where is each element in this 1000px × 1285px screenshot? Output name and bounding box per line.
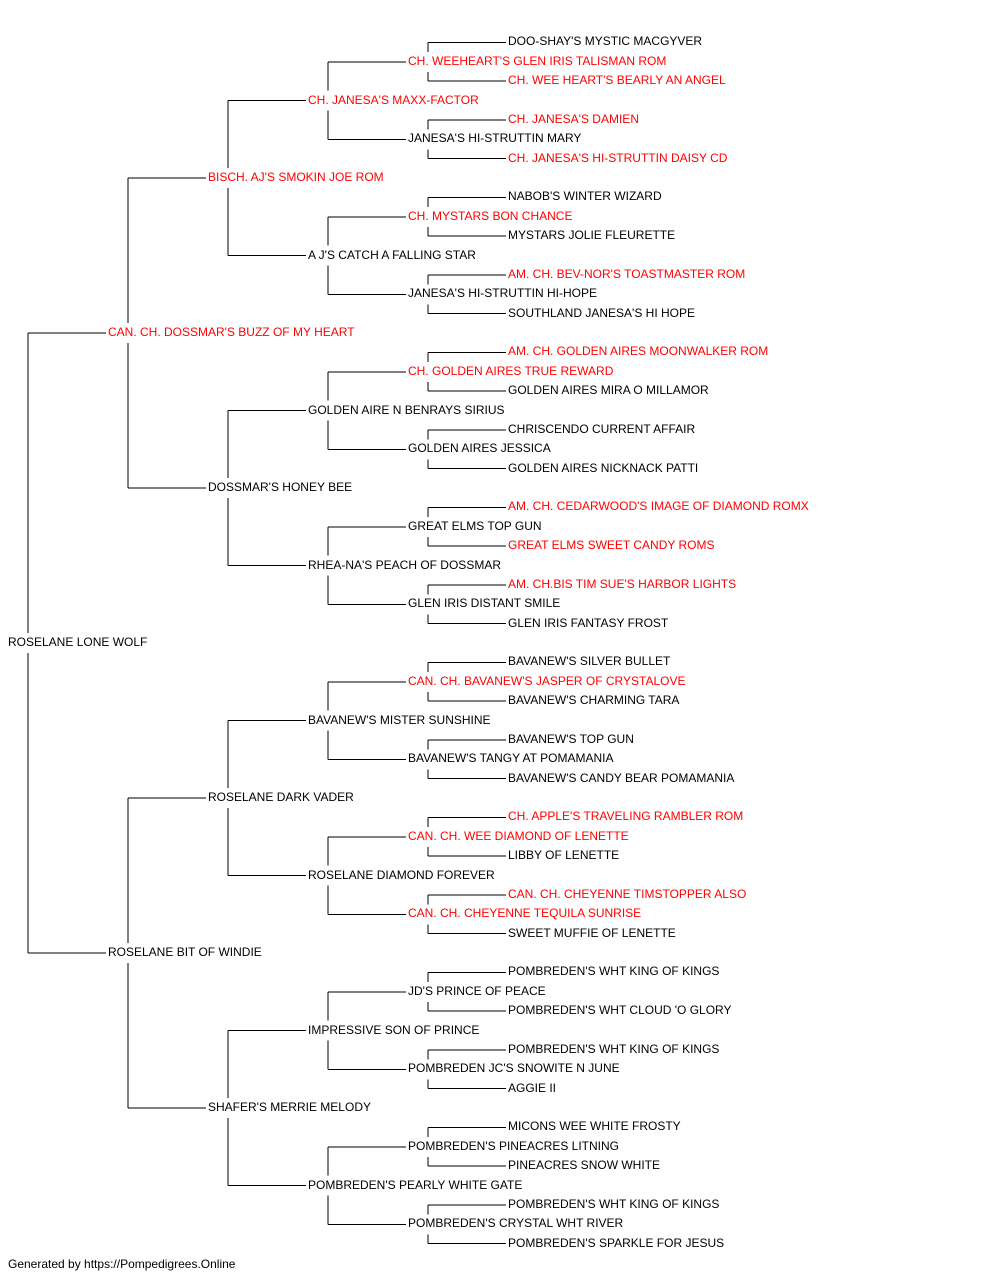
pedigree-node-sire-dam-dam-dam-sire: AM. CH.BIS TIM SUE'S HARBOR LIGHTS <box>508 576 737 591</box>
pedigree-node-dam-sire-dam-dam-sire: CAN. CH. CHEYENNE TIMSTOPPER ALSO <box>508 886 747 901</box>
pedigree-node-sire-sire-dam-sire: CH. MYSTARS BON CHANCE <box>408 208 573 223</box>
pedigree-node-sire-dam: DOSSMAR'S HONEY BEE <box>208 480 353 494</box>
pedigree-node-dam-sire: ROSELANE DARK VADER <box>208 790 354 804</box>
pedigree-node-dam-dam-dam-sire-dam: PINEACRES SNOW WHITE <box>508 1158 661 1173</box>
pedigree-node-sire-dam-sire-sire-dam: GOLDEN AIRES MIRA O MILLAMOR <box>508 383 709 398</box>
pedigree-node-sire-dam-sire: GOLDEN AIRE N BENRAYS SIRIUS <box>308 402 505 417</box>
pedigree-node-dam-dam: SHAFER'S MERRIE MELODY <box>208 1100 371 1114</box>
pedigree-node-dam-dam-dam-dam-dam: POMBREDEN'S SPARKLE FOR JESUS <box>508 1235 725 1250</box>
pedigree-node-dam-sire-sire-sire: CAN. CH. BAVANEW'S JASPER OF CRYSTALOVE <box>408 673 686 688</box>
pedigree-node-dam-dam-sire-sire: JD'S PRINCE OF PEACE <box>408 983 546 998</box>
pedigree-node-dam-sire-dam-sire: CAN. CH. WEE DIAMOND OF LENETTE <box>408 828 629 843</box>
pedigree-node-self: ROSELANE LONE WOLF <box>8 635 148 649</box>
pedigree-node-sire-sire-sire-dam: JANESA'S HI-STRUTTIN MARY <box>408 131 582 146</box>
pedigree-node-sire-sire-dam-sire-sire: NABOB'S WINTER WIZARD <box>508 189 662 204</box>
pedigree-node-sire-dam-sire-sire: CH. GOLDEN AIRES TRUE REWARD <box>408 363 614 378</box>
pedigree-node-dam-sire-dam-dam: CAN. CH. CHEYENNE TEQUILA SUNRISE <box>408 906 642 921</box>
pedigree-node-sire-sire-dam-dam-dam: SOUTHLAND JANESA'S HI HOPE <box>508 305 695 320</box>
pedigree-node-dam-sire-dam: ROSELANE DIAMOND FOREVER <box>308 867 495 882</box>
pedigree-node-dam-dam-sire-dam-sire: POMBREDEN'S WHT KING OF KINGS <box>508 1041 720 1056</box>
pedigree-node-sire-sire-sire: CH. JANESA'S MAXX-FACTOR <box>308 92 479 107</box>
generated-by-footer: Generated by https://Pompedigrees.Online <box>8 1257 236 1271</box>
pedigree-node-dam-dam-sire-dam: POMBREDEN JC'S SNOWITE N JUNE <box>408 1061 620 1076</box>
pedigree-node-sire-sire-sire-dam-dam: CH. JANESA'S HI-STRUTTIN DAISY CD <box>508 150 728 165</box>
pedigree-node-sire-sire-sire-sire: CH. WEEHEART'S GLEN IRIS TALISMAN ROM <box>408 53 667 68</box>
pedigree-node-sire-dam-sire-dam-dam: GOLDEN AIRES NICKNACK PATTI <box>508 460 699 475</box>
pedigree-node-dam-dam-sire-sire-dam: POMBREDEN'S WHT CLOUD 'O GLORY <box>508 1003 732 1018</box>
pedigree-node-sire-dam-dam-sire: GREAT ELMS TOP GUN <box>408 518 542 533</box>
pedigree-node-dam-dam-dam-dam: POMBREDEN'S CRYSTAL WHT RIVER <box>408 1216 624 1231</box>
pedigree-node-dam-dam-sire-sire-sire: POMBREDEN'S WHT KING OF KINGS <box>508 964 720 979</box>
pedigree-node-dam-sire-dam-sire-sire: CH. APPLE'S TRAVELING RAMBLER ROM <box>508 809 744 824</box>
pedigree-node-sire-dam-sire-sire-sire: AM. CH. GOLDEN AIRES MOONWALKER ROM <box>508 344 769 359</box>
pedigree-node-sire-sire-sire-sire-sire: DOO-SHAY'S MYSTIC MACGYVER <box>508 34 703 49</box>
pedigree-node-sire-dam-dam-sire-sire: AM. CH. CEDARWOOD'S IMAGE OF DIAMOND ROM… <box>508 499 809 514</box>
pedigree-node-sire-sire-sire-sire-dam: CH. WEE HEART'S BEARLY AN ANGEL <box>508 73 726 88</box>
pedigree-node-dam-dam-dam-sire: POMBREDEN'S PINEACRES LITNING <box>408 1138 619 1153</box>
pedigree-node-dam-sire-sire: BAVANEW'S MISTER SUNSHINE <box>308 712 491 727</box>
pedigree-node-dam: ROSELANE BIT OF WINDIE <box>108 945 262 959</box>
pedigree-node-dam-dam-dam-sire-sire: MICONS WEE WHITE FROSTY <box>508 1119 681 1134</box>
pedigree-node-dam-sire-sire-dam-sire: BAVANEW'S TOP GUN <box>508 731 634 746</box>
pedigree-node-sire-dam-sire-dam: GOLDEN AIRES JESSICA <box>408 441 551 456</box>
pedigree-node-sire-dam-dam-dam: GLEN IRIS DISTANT SMILE <box>408 596 561 611</box>
pedigree-node-sire-sire: BISCH. AJ'S SMOKIN JOE ROM <box>208 170 384 184</box>
pedigree-node-dam-sire-dam-dam-dam: SWEET MUFFIE OF LENETTE <box>508 925 676 940</box>
pedigree-node-sire-dam-dam-dam-dam: GLEN IRIS FANTASY FROST <box>508 615 669 630</box>
pedigree-node-dam-sire-sire-sire-dam: BAVANEW'S CHARMING TARA <box>508 693 680 708</box>
pedigree-node-sire-sire-sire-dam-sire: CH. JANESA'S DAMIEN <box>508 111 639 126</box>
pedigree-node-sire-dam-dam-sire-dam: GREAT ELMS SWEET CANDY ROMS <box>508 538 715 553</box>
pedigree-node-sire-dam-dam: RHEA-NA'S PEACH OF DOSSMAR <box>308 557 501 572</box>
pedigree-node-sire-sire-dam: A J'S CATCH A FALLING STAR <box>308 247 476 262</box>
pedigree-node-dam-dam-dam: POMBREDEN'S PEARLY WHITE GATE <box>308 1177 523 1192</box>
pedigree-node-sire-dam-sire-dam-sire: CHRISCENDO CURRENT AFFAIR <box>508 421 696 436</box>
pedigree-node-sire-sire-dam-dam-sire: AM. CH. BEV-NOR'S TOASTMASTER ROM <box>508 266 746 281</box>
pedigree-node-dam-sire-dam-sire-dam: LIBBY OF LENETTE <box>508 848 620 863</box>
pedigree-node-dam-sire-sire-dam-dam: BAVANEW'S CANDY BEAR POMAMANIA <box>508 770 735 785</box>
pedigree-node-dam-sire-sire-dam: BAVANEW'S TANGY AT POMAMANIA <box>408 751 614 766</box>
pedigree-node-sire: CAN. CH. DOSSMAR'S BUZZ OF MY HEART <box>108 325 355 339</box>
pedigree-node-dam-dam-sire-dam-dam: AGGIE II <box>508 1080 557 1095</box>
pedigree-node-sire-sire-dam-dam: JANESA'S HI-STRUTTIN HI-HOPE <box>408 286 597 301</box>
pedigree-node-dam-sire-sire-sire-sire: BAVANEW'S SILVER BULLET <box>508 654 671 669</box>
pedigree-node-dam-dam-dam-dam-sire: POMBREDEN'S WHT KING OF KINGS <box>508 1196 720 1211</box>
pedigree-node-sire-sire-dam-sire-dam: MYSTARS JOLIE FLEURETTE <box>508 228 676 243</box>
pedigree-node-dam-dam-sire: IMPRESSIVE SON OF PRINCE <box>308 1022 480 1037</box>
